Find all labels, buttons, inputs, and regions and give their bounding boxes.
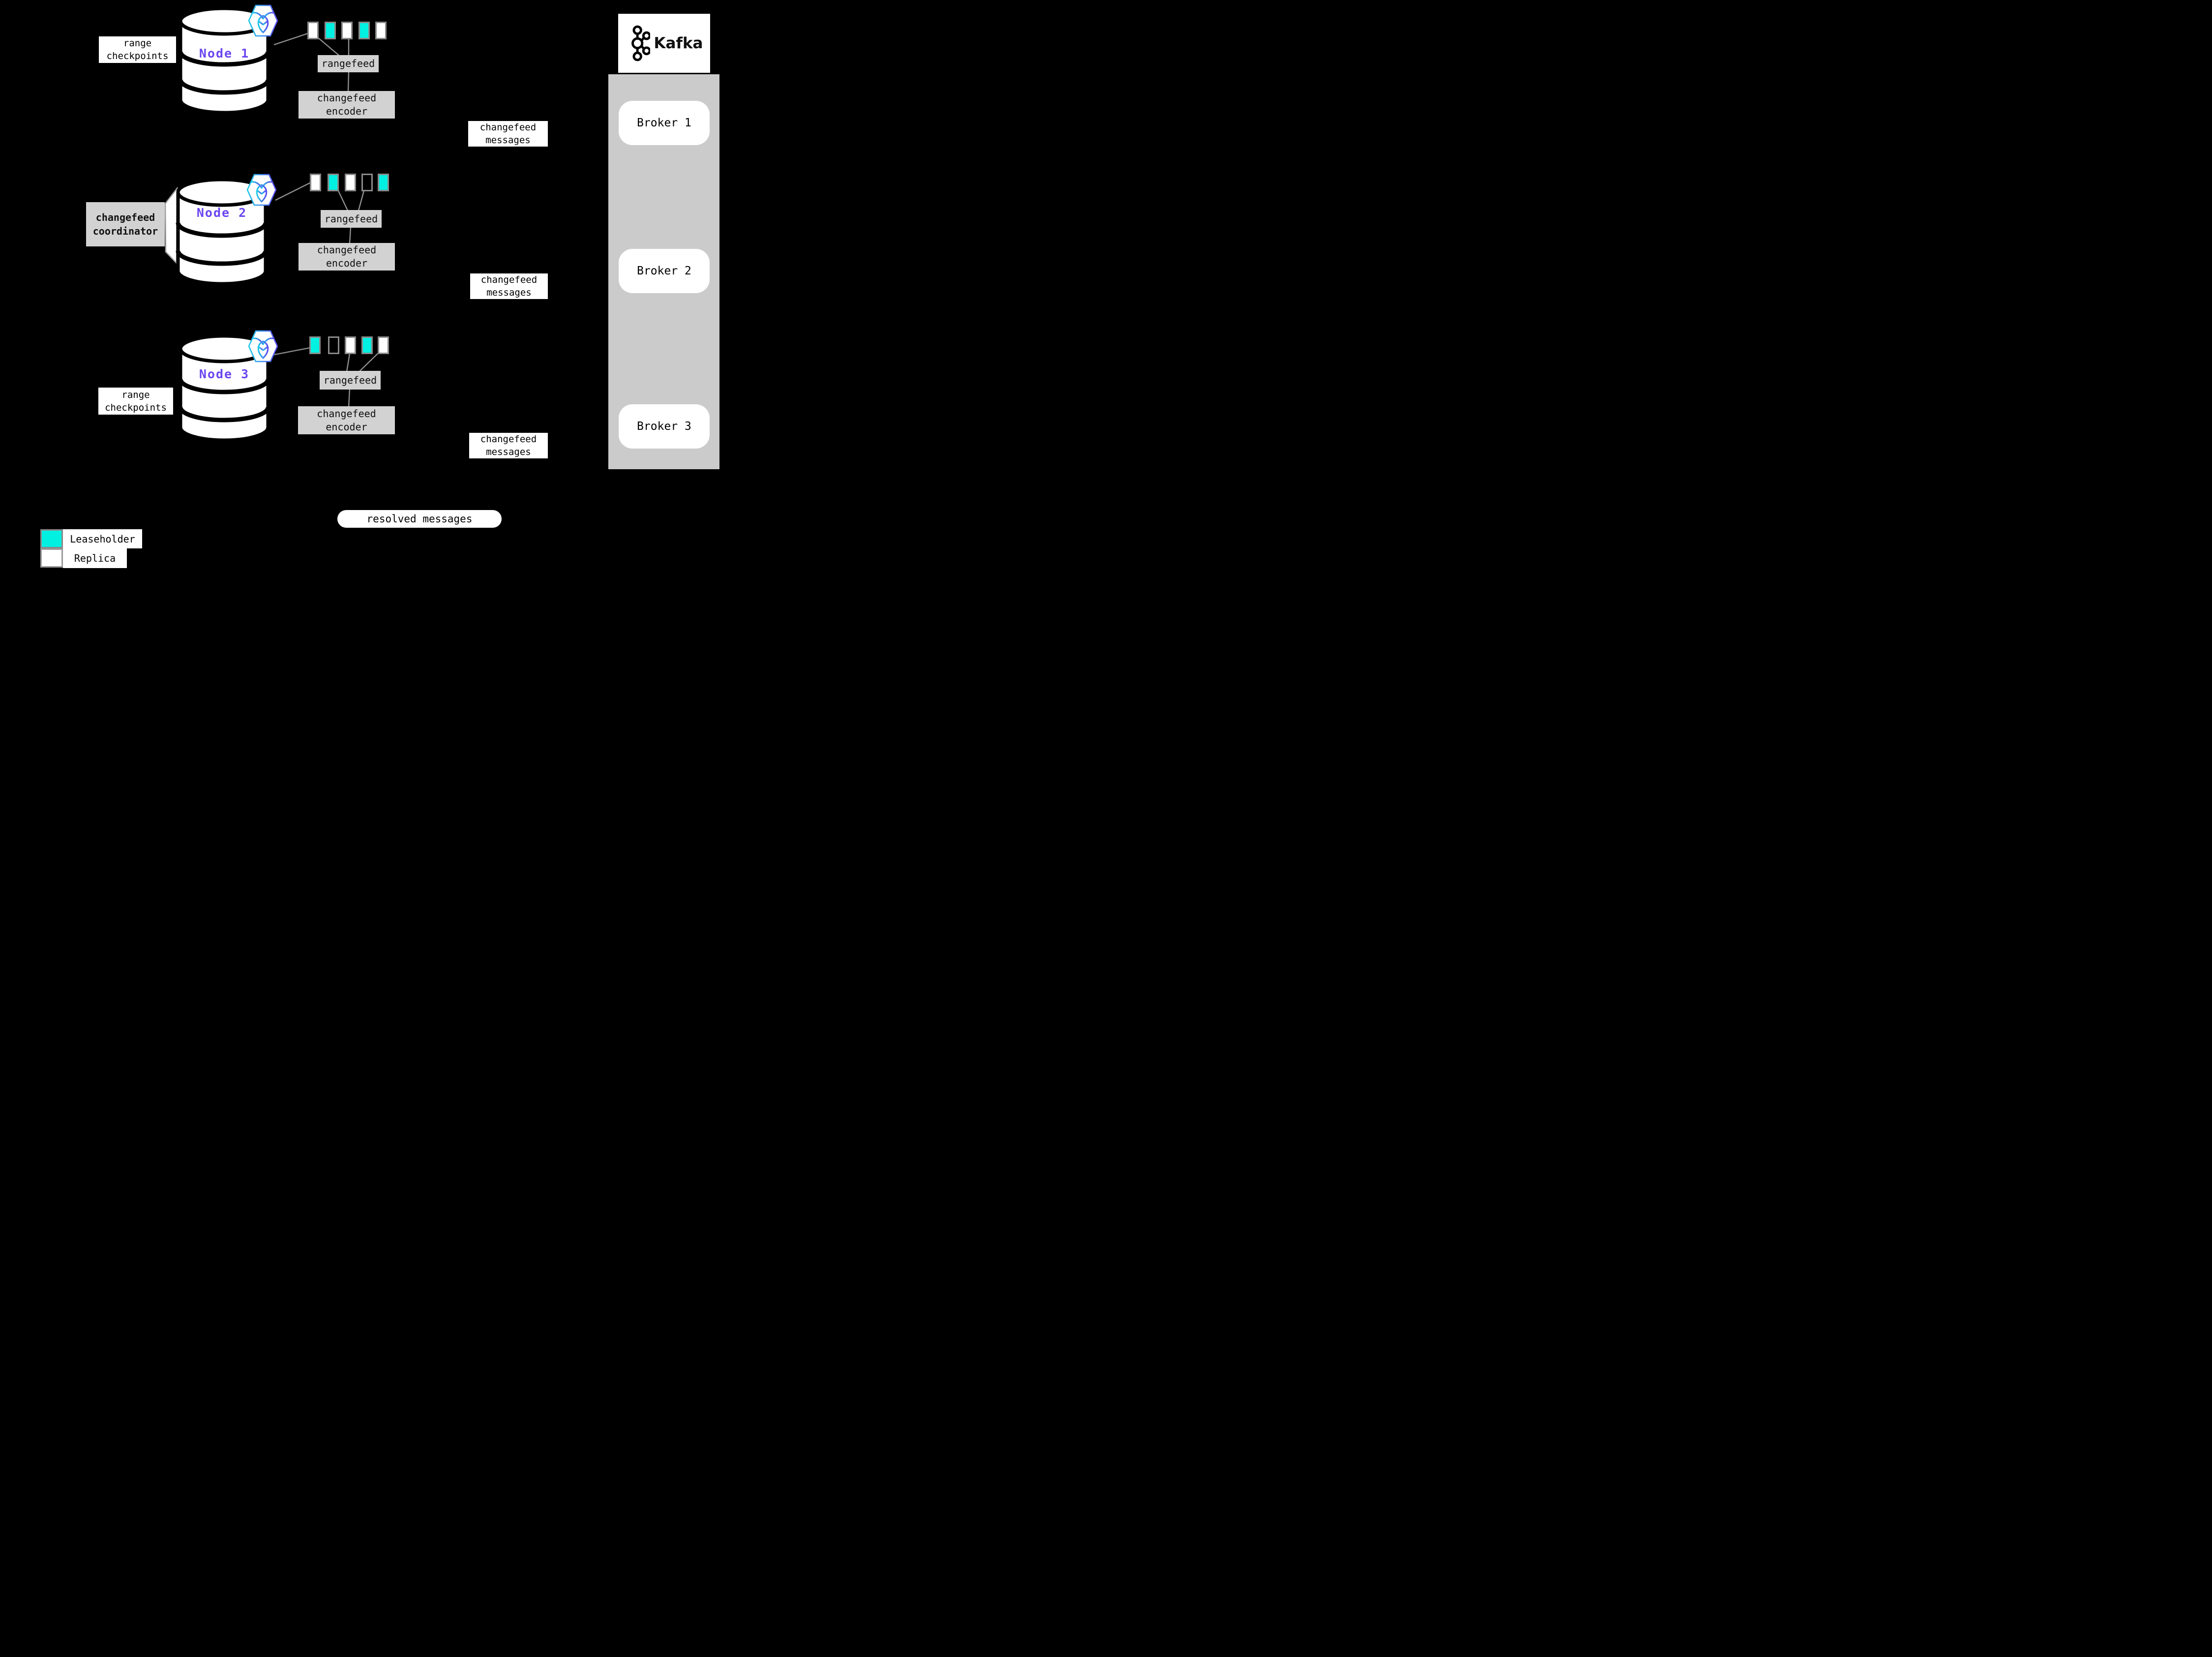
node-1-database-cylinder (178, 6, 270, 115)
range-checkpoints-label-node1: range checkpoints (99, 36, 176, 63)
broker-1: Broker 1 (619, 101, 710, 145)
cockroachdb-icon (248, 330, 278, 362)
rangefeed-label-node1: rangefeed (318, 55, 379, 72)
rangefeed-label-node2: rangefeed (321, 210, 382, 228)
changefeed-encoder-node3: changefeed encoder (298, 406, 395, 434)
range-box (378, 174, 389, 191)
cockroachdb-icon (246, 174, 277, 206)
range-box (325, 22, 336, 39)
kafka-logo-box: Kafka (618, 14, 710, 73)
node-2-label: Node 2 (196, 206, 247, 220)
range-box (307, 22, 319, 39)
changefeed-architecture-diagram: Kafka Broker 1 Broker 2 Broker 3 Node 1 (0, 0, 771, 577)
resolved-messages-label: resolved messages (337, 510, 502, 528)
changefeed-encoder-node2: changefeed encoder (299, 243, 395, 271)
kafka-broker-panel: Broker 1 Broker 2 Broker 3 (608, 74, 719, 469)
range-box (345, 336, 356, 354)
range-box (361, 336, 373, 354)
range-box (378, 336, 389, 354)
replica-legend-label: Replica (63, 548, 127, 568)
range-box (341, 22, 353, 39)
range-box (345, 174, 356, 191)
range-box (310, 174, 321, 191)
node-1-label: Node 1 (199, 46, 250, 60)
changefeed-encoder-node1: changefeed encoder (299, 91, 395, 119)
range-box (375, 22, 387, 39)
connector-lines (164, 32, 720, 408)
node-2-database-cylinder (176, 178, 268, 286)
leaseholder-legend-label: Leaseholder (63, 529, 142, 548)
broker-3-label: Broker 3 (637, 420, 691, 433)
range-box (328, 174, 339, 191)
range-box (359, 22, 370, 39)
changefeed-messages-node3: changefeed messages (469, 433, 548, 458)
range-box (309, 336, 321, 354)
range-checkpoints-label-node3: range checkpoints (98, 388, 173, 415)
rangefeed-label-node3: rangefeed (320, 371, 381, 390)
range-box (361, 174, 373, 191)
broker-1-label: Broker 1 (637, 117, 691, 129)
changefeed-messages-node2: changefeed messages (470, 273, 548, 299)
kafka-title: Kafka (654, 34, 703, 52)
broker-3: Broker 3 (619, 404, 710, 449)
changefeed-coordinator-label: changefeed coordinator (86, 202, 165, 246)
kafka-icon (631, 25, 650, 61)
leaseholder-swatch (40, 529, 63, 548)
replica-swatch (40, 548, 63, 568)
node-3-label: Node 3 (199, 367, 250, 381)
broker-2: Broker 2 (619, 249, 710, 293)
cockroachdb-icon (248, 4, 278, 37)
range-box (328, 336, 339, 354)
changefeed-messages-node1: changefeed messages (468, 121, 548, 147)
broker-2-label: Broker 2 (637, 265, 691, 277)
